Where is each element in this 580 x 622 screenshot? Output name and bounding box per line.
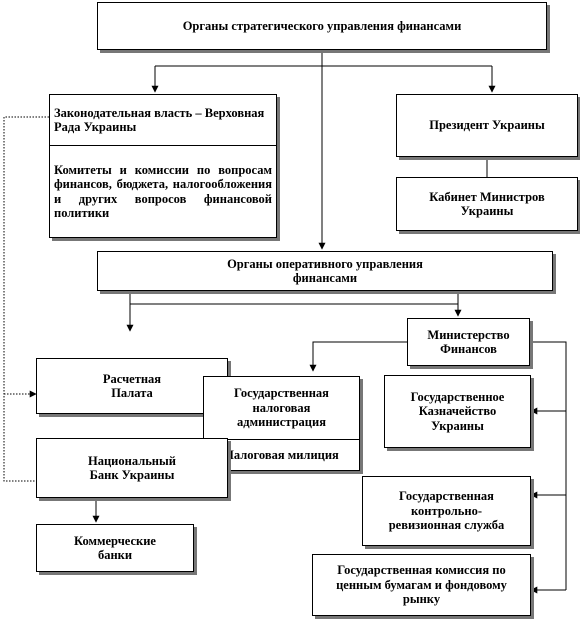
securities-commission-box: Государственная комиссия по ценным бумаг… (312, 554, 531, 616)
securities-commission-label: Государственная комиссия по ценным бумаг… (336, 563, 507, 607)
tax-police-cell: Налоговая милиция (204, 440, 359, 470)
operational-management-box: Органы оперативного управления финансами (97, 251, 553, 291)
commercial-banks-label: Коммерческие банки (74, 533, 156, 562)
strategic-management-box: Органы стратегического управления финанс… (97, 2, 547, 50)
ministry-label: Министерство Финансов (427, 327, 510, 356)
tax-police-label: Налоговая милиция (224, 447, 339, 462)
connector-parliament-left (3, 116, 49, 482)
accounting-chamber-label: Расчетная Палата (102, 371, 162, 400)
connector-ministry-right (530, 341, 567, 590)
treasury-label: Государственное Казначейство Украины (410, 389, 505, 433)
committees-cell: Комитеты и комиссии по вопросам финансов… (50, 146, 276, 237)
ministry-box: Министерство Финансов (407, 318, 530, 366)
strategic-management-label: Органы стратегического управления финанс… (182, 18, 462, 33)
cabinet-box: Кабинет Министров Украины (396, 177, 578, 231)
parliament-box: Законодательная власть – Верховная Рада … (49, 94, 277, 238)
commercial-banks-box: Коммерческие банки (36, 524, 194, 572)
arrow-to-tax-admin (309, 341, 407, 372)
national-bank-box: Национальный Банк Украины (36, 438, 228, 498)
committees-label: Комитеты и комиссии по вопросам финансов… (54, 162, 272, 220)
parliament-label: Законодательная власть – Верховная Рада … (54, 105, 265, 134)
president-label: Президент Украины (429, 118, 545, 133)
control-service-box: Государственная контрольно-ревизионная с… (362, 476, 531, 546)
treasury-box: Государственное Казначейство Украины (384, 375, 531, 448)
cabinet-label: Кабинет Министров Украины (429, 189, 545, 218)
parliament-cell: Законодательная власть – Верховная Рада … (50, 95, 276, 146)
tax-admin-cell: Государственная налоговая администрация (204, 377, 359, 440)
control-service-label: Государственная контрольно-ревизионная с… (388, 489, 505, 533)
tax-admin-box: Государственная налоговая администрация … (203, 376, 360, 471)
national-bank-label: Национальный Банк Украины (88, 453, 176, 482)
tax-admin-label: Государственная налоговая администрация (234, 386, 329, 430)
president-box: Президент Украины (396, 94, 578, 157)
accounting-chamber-box: Расчетная Палата (36, 358, 228, 414)
operational-management-label: Органы оперативного управления финансами (227, 256, 423, 285)
